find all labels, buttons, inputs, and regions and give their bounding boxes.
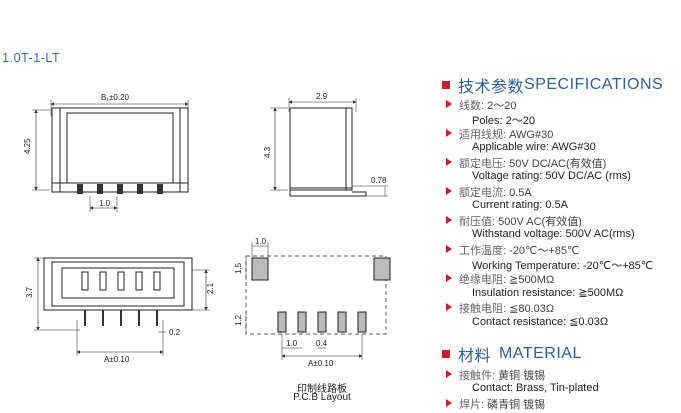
- material-label-zh: 焊片:: [459, 399, 488, 411]
- spec-label-zh: 适用线规:: [459, 129, 510, 141]
- connector-drawings: B₁±0.20 4.25 1.0 2.9 4.3 0.78: [23, 92, 391, 368]
- spec-label-zh: 接触电阻:: [459, 303, 510, 315]
- pcb-layout: [245, 242, 391, 360]
- side-housing-outline: [289, 107, 353, 191]
- spec-item-en: Current rating: 0.5A: [472, 199, 568, 211]
- bullet-icon: [446, 187, 452, 195]
- spec-label-zh: 额定电压:: [459, 158, 510, 170]
- pcb-mount-pads: [251, 257, 391, 281]
- front-height-label: 3.7: [25, 286, 34, 298]
- spec-item-zh: 绝缘电阻: ≧500MΩ: [459, 271, 554, 287]
- spec-item-en: Poles: 2〜20: [472, 115, 535, 127]
- spec-label-zh: 绝缘电阻:: [459, 274, 510, 286]
- bullet-icon: [446, 370, 452, 378]
- top-view: [32, 100, 189, 212]
- spec-value-zh: ≧500MΩ: [509, 274, 555, 286]
- spec-item-en: Contact resistance: ≦0.03Ω: [472, 316, 609, 328]
- spec-value-zh: AWG#30: [509, 129, 554, 141]
- pcb-pad-h-label: 1.5: [234, 262, 243, 274]
- pcb-signal-pads: [277, 311, 367, 333]
- pcb-caption-en: P.C.B Layout: [293, 392, 351, 403]
- material-heading: 材料 MATERIAL: [442, 344, 582, 365]
- pcb-pitch-label: 1.0: [286, 339, 298, 348]
- spec-item-zh: 适用线规: AWG#30: [459, 126, 553, 142]
- spec-item-zh: 额定电流: 0.5A: [459, 184, 532, 200]
- part-number-title: 1.0T-1-LT: [2, 50, 61, 65]
- bullet-icon: [446, 216, 452, 224]
- spec-item-en: Voltage rating: 50V DC/AC (rms): [472, 170, 631, 182]
- bullet-icon: [446, 274, 452, 282]
- spec-item-en: Withstand voltage: 500V AC(rms): [472, 228, 635, 240]
- spec-label-zh: 额定电流:: [459, 187, 510, 199]
- front-pins: [84, 310, 158, 326]
- material-item-en: Contact: Brass, Tin-plated: [472, 382, 599, 394]
- spec-value-zh: ≦80.03Ω: [509, 303, 555, 315]
- spec-item-en: Working Temperature: -20℃～+85℃: [472, 260, 654, 272]
- heading-square-icon: [442, 350, 450, 358]
- side-pin-label: 0.78: [371, 176, 387, 185]
- bullet-icon: [446, 245, 452, 253]
- spec-heading-en: SPECIFICATIONS: [524, 76, 664, 93]
- material-item-zh: 接触件: 黄铜 镀锡: [459, 367, 545, 383]
- pcb-outline: [245, 255, 387, 335]
- front-view: [34, 257, 210, 356]
- side-view: [270, 98, 388, 197]
- material-heading-en: MATERIAL: [499, 345, 582, 362]
- pcb-pad-w-label: 1.0: [255, 237, 267, 246]
- bullet-icon: [446, 129, 452, 137]
- spec-item-zh: 工作温度: -20℃～+85℃: [459, 242, 579, 258]
- material-label-zh: 接触件:: [459, 370, 499, 382]
- side-pin-lead: [289, 190, 367, 197]
- spec-heading-zh: 技术参数: [458, 79, 525, 96]
- top-pitch-label: 1.0: [99, 199, 111, 208]
- spec-item-zh: 线数: 2〜20: [459, 97, 516, 113]
- spec-value-zh: 2〜20: [487, 100, 517, 112]
- specifications-heading: 技术参数 SPECIFICATIONS: [442, 75, 664, 96]
- front-housing-outline: [43, 257, 193, 311]
- top-housing-inner: [66, 112, 174, 184]
- top-pins: [77, 184, 163, 194]
- heading-square-icon: [442, 81, 450, 89]
- spec-label-zh: 耐压值:: [459, 216, 499, 228]
- material-value-zh: 黄铜 镀锡: [498, 370, 546, 382]
- spec-label-zh: 线数:: [459, 100, 488, 112]
- spec-item-zh: 耐压值: 500V AC(有效值): [459, 213, 582, 229]
- front-height2-label: 2.1: [206, 282, 215, 294]
- front-width-label: A±0.10: [104, 355, 130, 364]
- spec-item-zh: 接触电阻: ≦80.03Ω: [459, 300, 554, 316]
- pcb-width-label: A±0.10: [308, 359, 334, 368]
- spec-value-zh: 500V AC(有效值): [498, 216, 582, 228]
- pcb-pin-w-label: 0.4: [316, 339, 328, 348]
- spec-item-en: Applicable wire: AWG#30: [472, 141, 596, 153]
- bullet-icon: [446, 399, 452, 407]
- spec-value-zh: -20℃～+85℃: [509, 245, 580, 257]
- top-width-label: B₁±0.20: [101, 93, 130, 102]
- material-item-zh: 焊片: 磷青铜 镀锡: [459, 396, 545, 412]
- front-pin-label: 0.2: [169, 328, 181, 337]
- spec-label-zh: 工作温度:: [459, 245, 510, 257]
- pcb-pad2-label: 1.2: [234, 314, 243, 326]
- side-height-label: 4.3: [263, 146, 272, 158]
- front-slots: [81, 271, 161, 291]
- pcb-caption-zh: 印制线路板: [297, 384, 347, 395]
- top-height-label: 4.25: [23, 138, 32, 154]
- top-housing-outline: [51, 107, 189, 193]
- material-heading-zh: 材料: [458, 348, 492, 365]
- spec-value-zh: 0.5A: [509, 187, 532, 199]
- spec-item-en: Insulation resistance: ≧500MΩ: [472, 287, 624, 299]
- material-value-zh: 磷青铜 镀锡: [487, 399, 546, 411]
- spec-item-zh: 额定电压: 50V DC/AC(有效值): [459, 155, 606, 171]
- side-width-label: 2.9: [316, 92, 328, 101]
- spec-value-zh: 50V DC/AC(有效值): [509, 158, 607, 170]
- bullet-icon: [446, 158, 452, 166]
- bullet-icon: [446, 303, 452, 311]
- bullet-icon: [446, 100, 452, 108]
